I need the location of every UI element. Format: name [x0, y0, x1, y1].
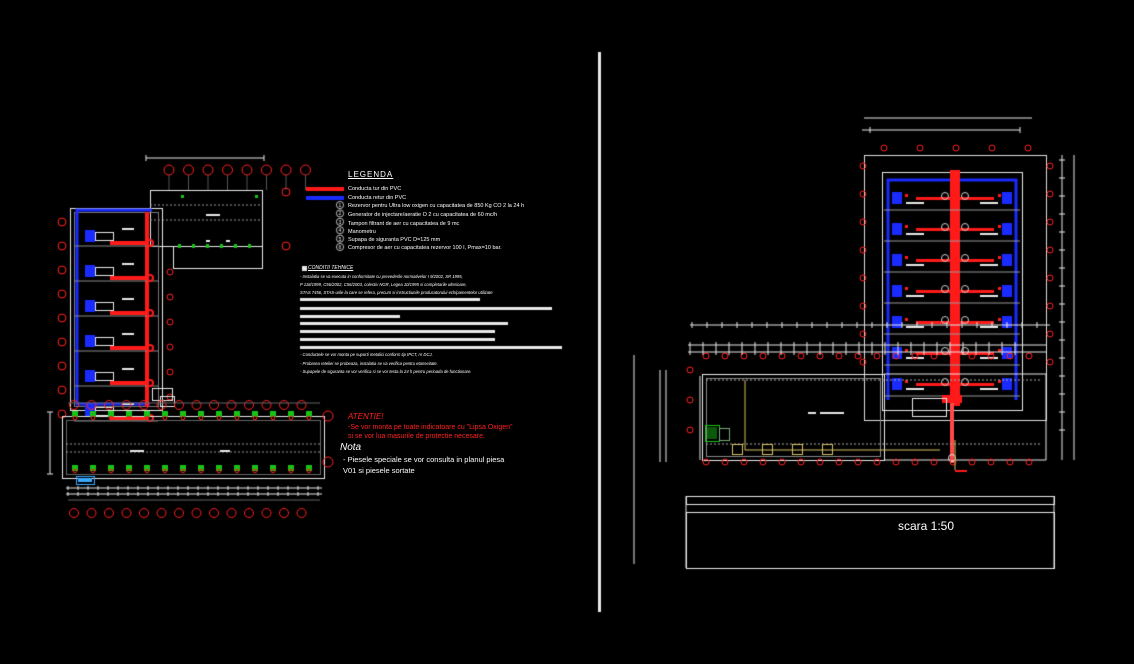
legend-item-filter: Tampon filtrant de aer cu capacitatea de…	[348, 221, 459, 227]
note-line: V01 si piesele sortate	[343, 466, 415, 475]
legend-item-text: Compresor de aer cu capacitatea rezervor…	[348, 245, 502, 251]
warning-title: ATENTIE!	[348, 412, 384, 421]
legend-item-text: Manometru	[348, 229, 376, 235]
legend-item-text: Rezervor pentru Ultra low oxigen cu capa…	[348, 203, 525, 209]
legend-item-text: Tampon filtrant de aer cu capacitatea de…	[348, 221, 460, 227]
legend-item-return-pipe: Conducta retur din PVC	[348, 195, 406, 201]
note-title: Nota	[340, 442, 362, 453]
legend-item-text: Generator de injectare/aeratie O 2 cu ca…	[348, 212, 498, 218]
spec-line: - Instalatia se va executa in conformita…	[300, 274, 463, 279]
spec-line: STAS 7456, STAS-urile la care se refera,…	[300, 290, 493, 295]
legend-item-reservoir: Rezervor pentru Ultra low oxigen cu capa…	[348, 203, 524, 209]
legend-item-text: Conducta tur din PVC	[348, 186, 402, 192]
spec-line: - Conductele se vor monta pe suporti met…	[300, 352, 433, 357]
legend-item-text: Supapa de siguranta PVC D=125 mm	[348, 237, 441, 243]
spec-line: - Supapele de siguranta se vor verifica …	[300, 369, 472, 374]
specifications-title: CONDITII TEHNICE	[308, 265, 354, 271]
legend-item-generator: Generator de injectare/aeratie O 2 cu ca…	[348, 212, 497, 218]
scale-label: scara 1:50	[898, 519, 955, 533]
warning-line: -Se vor monta pe toate indicatoare cu "L…	[348, 424, 513, 431]
legend-item-compressor: Compresor de aer cu capacitatea rezervor…	[348, 245, 502, 251]
note-line: - Piesele speciale se vor consulta in pl…	[343, 455, 505, 464]
legend-item-text: Conducta retur din PVC	[348, 195, 407, 201]
spec-line: - Probarea reteliei se probeaza, instala…	[300, 361, 438, 366]
legend-item-safety-valve: Supapa de siguranta PVC D=125 mm	[348, 237, 440, 243]
legend-item-manometer: Manometru	[348, 229, 376, 235]
legend-item-supply-pipe: Conducta tur din PVC	[348, 186, 401, 192]
legend-title: LEGENDA	[348, 170, 394, 179]
spec-line: P 118/1999, C56/2002, C56/2003, colectiv…	[300, 282, 467, 287]
warning-line: si se vor lua masurile de protectie nece…	[348, 433, 485, 440]
